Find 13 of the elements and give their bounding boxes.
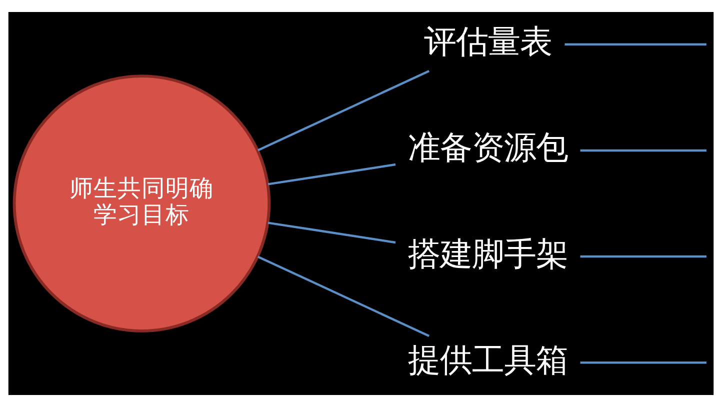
- node-circle: 师生共同明确学习目标: [12, 74, 271, 332]
- connector: [580, 361, 706, 364]
- connector: [268, 163, 396, 186]
- node-text: 搭建脚手架: [408, 234, 568, 273]
- connector: [268, 222, 396, 244]
- node-text: 提供工具箱: [408, 340, 568, 379]
- node-text: 准备资源包: [408, 128, 568, 167]
- connector: [580, 149, 706, 152]
- node-text: 评估量表: [424, 22, 552, 61]
- connector: [564, 43, 706, 46]
- connector: [580, 255, 706, 258]
- connector: [258, 256, 430, 337]
- connector: [258, 70, 430, 152]
